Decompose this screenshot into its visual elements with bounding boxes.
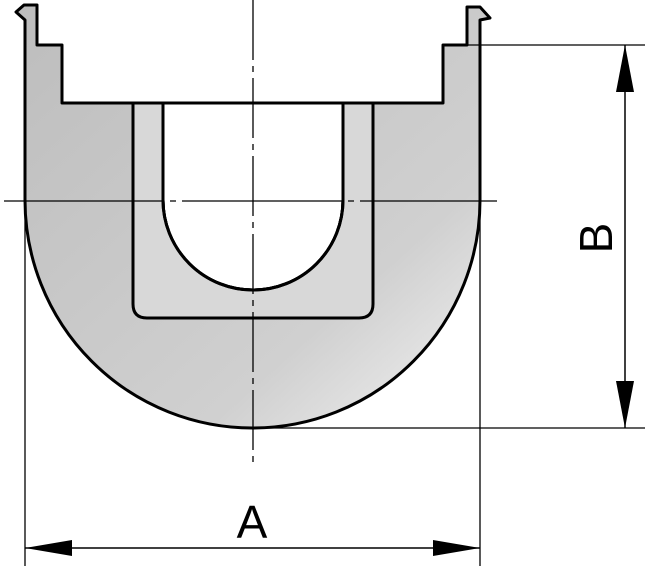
arrow-up-icon — [616, 45, 634, 92]
arrow-right-icon — [433, 540, 480, 556]
arrow-left-icon — [25, 540, 72, 556]
dimension-b-label: B — [570, 223, 622, 254]
dimension-a-label: A — [237, 496, 268, 548]
arrow-down-icon — [616, 381, 634, 428]
